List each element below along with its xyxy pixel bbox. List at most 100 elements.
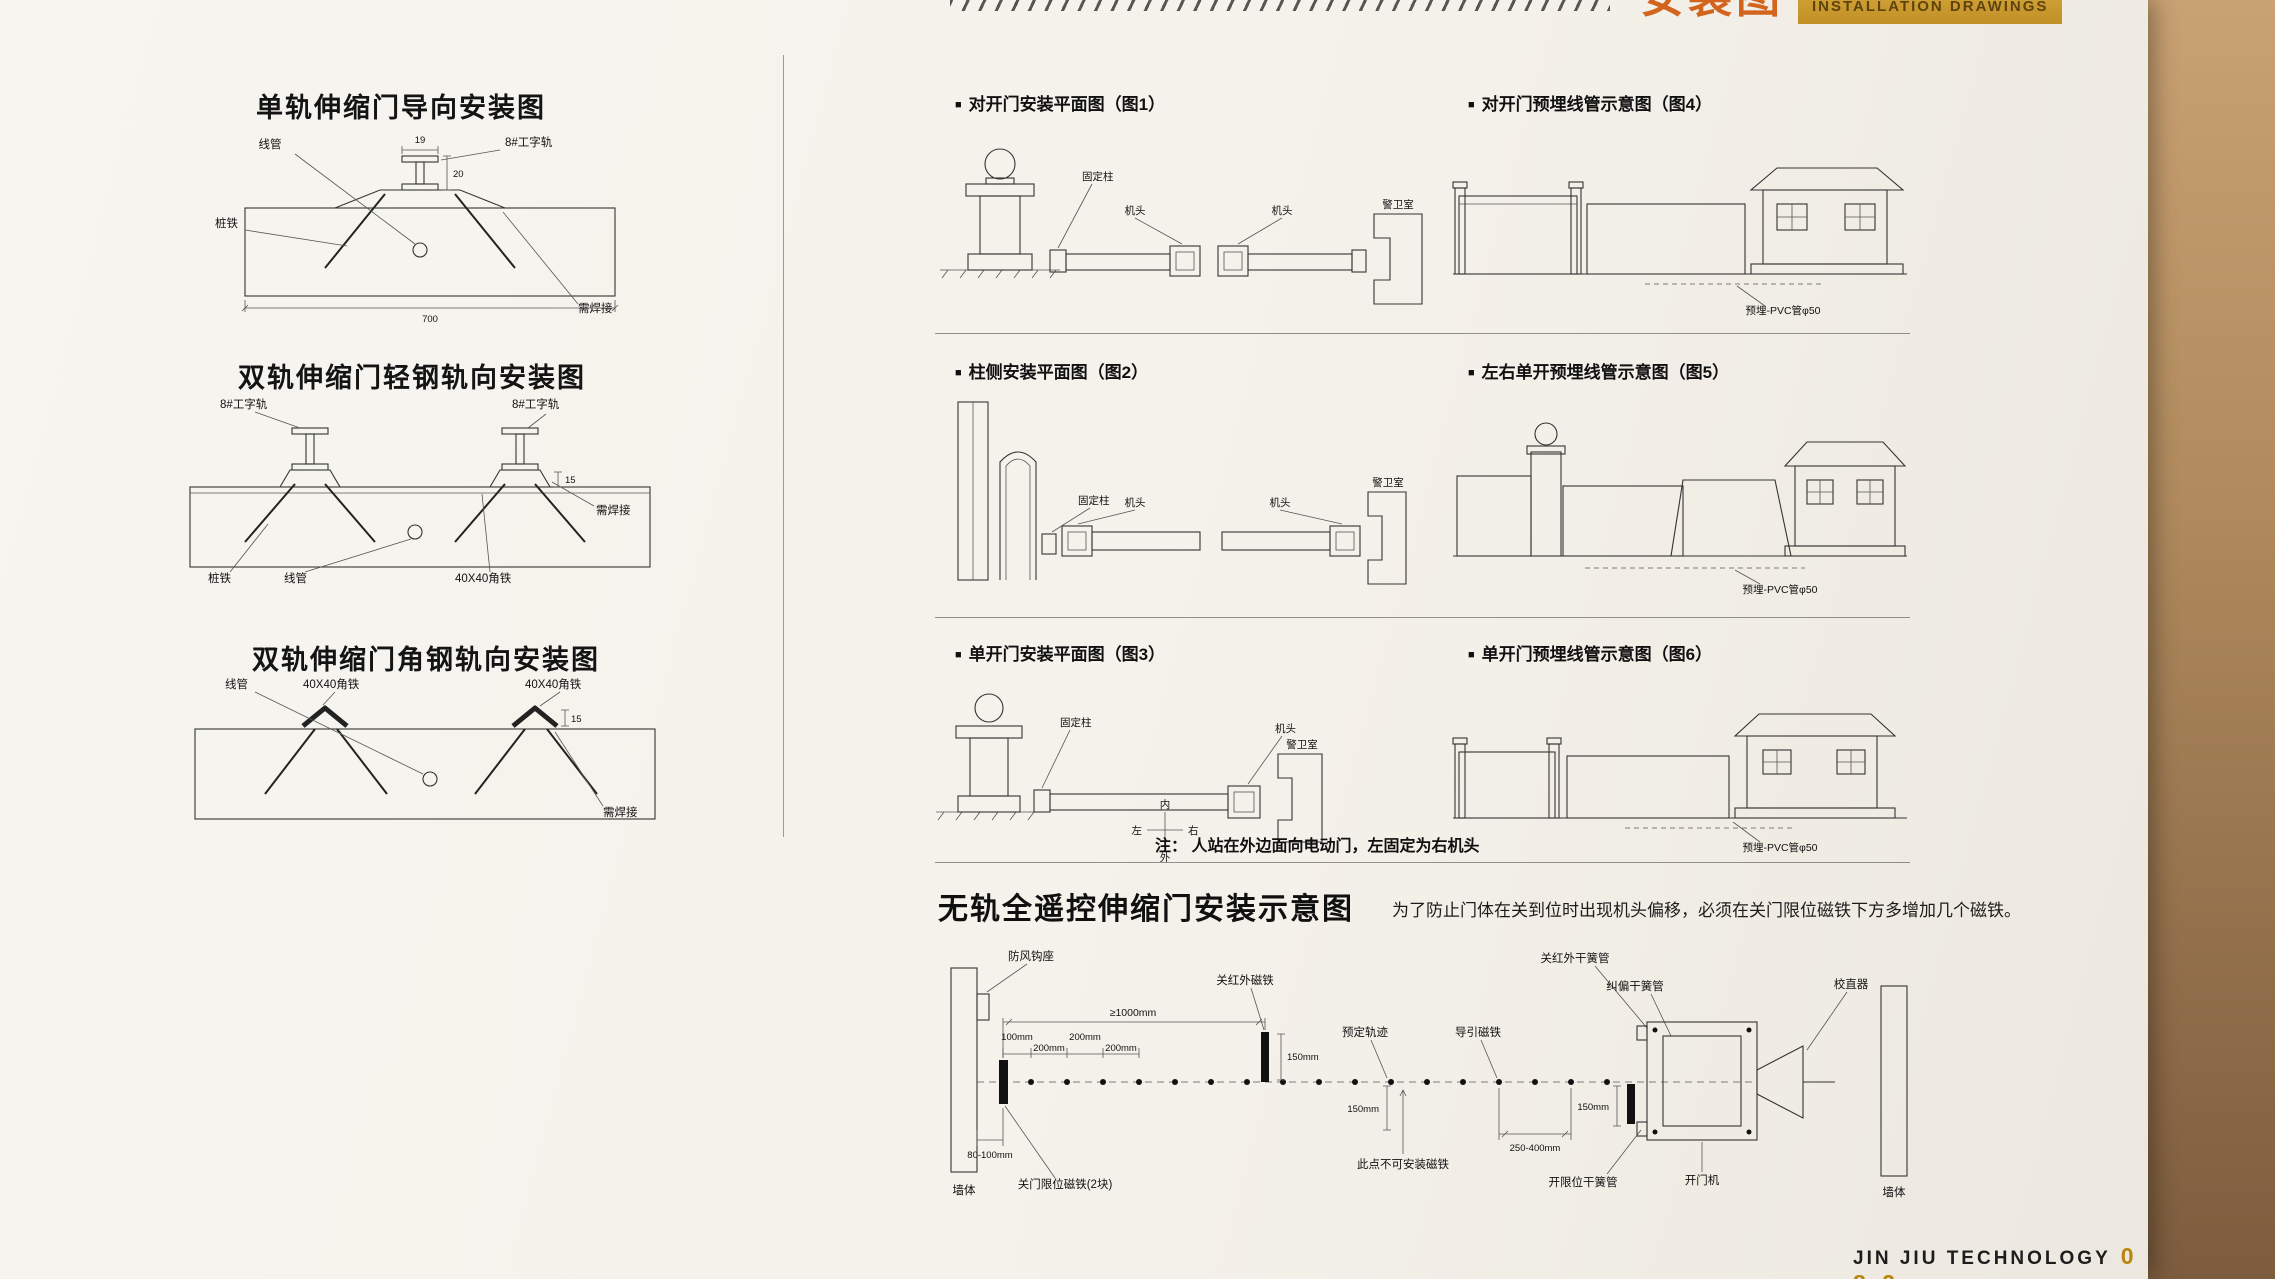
top-hatch-decoration	[950, 0, 1610, 11]
label-deviation-reed: 纠偏干簧管	[1606, 979, 1664, 993]
svg-text:右: 右	[1188, 824, 1199, 837]
label-open-limit-reed: 开限位干簧管	[1549, 1175, 1618, 1189]
guard-house	[1733, 713, 1897, 819]
label-close-ir-reed: 关红外干簧管	[1541, 951, 1610, 965]
header-title-en: INSTALLATION DRAWINGS	[1798, 0, 2063, 24]
close-ir-magnet-bar	[1261, 1032, 1269, 1082]
gate-cover	[1670, 479, 1792, 557]
svg-text:外: 外	[1160, 852, 1171, 864]
bullet-square-icon: ■	[955, 367, 962, 379]
label-conduit: 线管	[259, 137, 282, 151]
gate-leaf-right	[1221, 531, 1331, 551]
label-pile: 桩铁	[215, 216, 238, 230]
label-conduit: 线管	[284, 571, 307, 585]
row-divider-1	[935, 333, 1910, 334]
dim-1000mm: ≥1000mm	[1110, 1007, 1157, 1019]
label-close-limit-magnet: 关门限位磁铁(2块)	[1018, 1177, 1113, 1191]
figure-double-track-light-diagram: 8#工字轨 8#工字轨 15 需焊接 桩铁 线管 40X40角铁	[189, 397, 651, 585]
label-head-left: 机头	[1125, 204, 1146, 217]
rail-pad-right	[489, 469, 551, 488]
title-double-track-light: 双轨伸缩门轻钢轨向安装图	[238, 363, 586, 393]
bullet-square-icon: ■	[1468, 649, 1475, 661]
close-limit-magnet-bar	[999, 1060, 1008, 1104]
open-limit-magnet-bar	[1627, 1084, 1635, 1124]
dim-150mm-b: 150mm	[1347, 1104, 1379, 1115]
aligner-funnel	[1756, 1045, 1835, 1119]
label-fixed-post: 固定柱	[1060, 716, 1092, 729]
title-fig1: ■对开门安装平面图（图1）	[955, 95, 1166, 114]
title-double-track-angle: 双轨伸缩门角钢轨向安装图	[252, 645, 600, 675]
figure-5-elevation: 预埋-PVC管φ50	[1453, 422, 1907, 596]
dim-150mm-a: 150mm	[1287, 1052, 1319, 1063]
label-guard-room: 警卫室	[1372, 476, 1404, 489]
bullet-square-icon: ■	[955, 99, 962, 111]
page-header: 安装图 INSTALLATION DRAWINGS	[1640, 0, 2140, 26]
dim-20: 20	[453, 169, 464, 180]
fence	[1452, 737, 1562, 819]
figure-trackless-diagram: 墙体 防风钩座 100mm 200mm 200mm 200mm ≥1000mm	[950, 949, 1908, 1199]
label-track: 预定轨迹	[1342, 1025, 1388, 1039]
machine-head-right	[1217, 245, 1249, 277]
dim-80-100mm: 80-100mm	[967, 1150, 1012, 1161]
pile-irons	[324, 193, 516, 269]
conduit-circle	[412, 242, 428, 258]
concrete-mound	[334, 189, 506, 209]
label-weld: 需焊接	[603, 805, 638, 819]
machine-head-right	[1329, 525, 1361, 557]
label-rail: 8#工字轨	[505, 135, 553, 149]
dim-150mm-c: 150mm	[1577, 1102, 1609, 1113]
header-title-cn: 安装图	[1640, 0, 1784, 20]
label-fixed-post: 固定柱	[1082, 170, 1114, 183]
dim-15: 15	[565, 475, 576, 486]
figure-3-plan: 警卫室 固定柱 机头 内 外 左 右	[936, 693, 1323, 864]
guard-room	[1367, 491, 1407, 585]
footer-page-number: 0 8 2	[1853, 1243, 2139, 1279]
label-head-left: 机头	[1125, 496, 1146, 509]
label-guard-room: 警卫室	[1286, 738, 1318, 751]
gate-leaf-right	[1247, 253, 1353, 271]
concrete-base	[244, 207, 616, 297]
label-wall-left: 墙体	[953, 1183, 976, 1197]
angle-iron-left	[301, 705, 349, 728]
label-rail-left: 8#工字轨	[220, 397, 268, 411]
label-pvc-conduit: 预埋-PVC管φ50	[1745, 304, 1820, 317]
machine-head-left	[1061, 525, 1093, 557]
catalog-page: 安装图 INSTALLATION DRAWINGS 单轨伸缩门导向安装图	[0, 0, 2148, 1279]
gate-leaf-left	[1091, 531, 1201, 551]
guard-house	[1749, 167, 1905, 275]
orientation-cross: 内 外 左 右	[1132, 798, 1199, 864]
figure-single-track-diagram: 线管 8#工字轨 19 20 桩铁 需焊接 700	[215, 135, 619, 325]
label-pile: 桩铁	[208, 571, 231, 585]
machine-head-left	[1169, 245, 1201, 277]
title-fig3: ■单开门安装平面图（图3）	[955, 645, 1166, 664]
left-wall	[950, 967, 978, 1173]
column-divider	[783, 55, 784, 837]
label-head: 机头	[1275, 722, 1296, 735]
i-beam-rail-right	[501, 427, 539, 471]
fence	[1452, 181, 1584, 275]
trackless-note: 为了防止门体在关到位时出现机头偏移，必须在关门限位磁铁下方多增加几个磁铁。	[1392, 901, 2021, 920]
label-guide-magnet: 导引磁铁	[1455, 1025, 1501, 1039]
fixed-post	[1049, 249, 1067, 273]
label-angle-iron: 40X40角铁	[455, 572, 512, 585]
conduit-circle	[422, 771, 438, 787]
trackless-title: 无轨全遥控伸缩门安装示意图	[938, 893, 1354, 926]
gate-pillar	[1526, 422, 1566, 557]
guard-house	[1783, 441, 1907, 557]
gate-pillar	[955, 693, 1023, 813]
label-guard-room: 警卫室	[1382, 198, 1414, 211]
fixed-post	[1041, 533, 1057, 555]
title-fig5: ■左右单开预埋线管示意图（图5）	[1468, 363, 1730, 382]
title-fig6: ■单开门预埋线管示意图（图6）	[1468, 645, 1713, 664]
label-angle-right: 40X40角铁	[525, 678, 582, 691]
label-pvc-conduit: 预埋-PVC管φ50	[1742, 583, 1817, 596]
gate-leaf	[1049, 793, 1229, 811]
label-close-ir-magnet: 关红外磁铁	[1216, 973, 1274, 987]
side-wall	[957, 401, 989, 581]
guard-room	[1373, 213, 1423, 305]
retractable-gate	[1586, 203, 1746, 275]
fig3-note: 注： 人站在外边面向电动门，左固定为右机头	[1155, 838, 1480, 855]
label-conduit: 线管	[225, 677, 248, 691]
label-opener: 开门机	[1685, 1173, 1720, 1187]
